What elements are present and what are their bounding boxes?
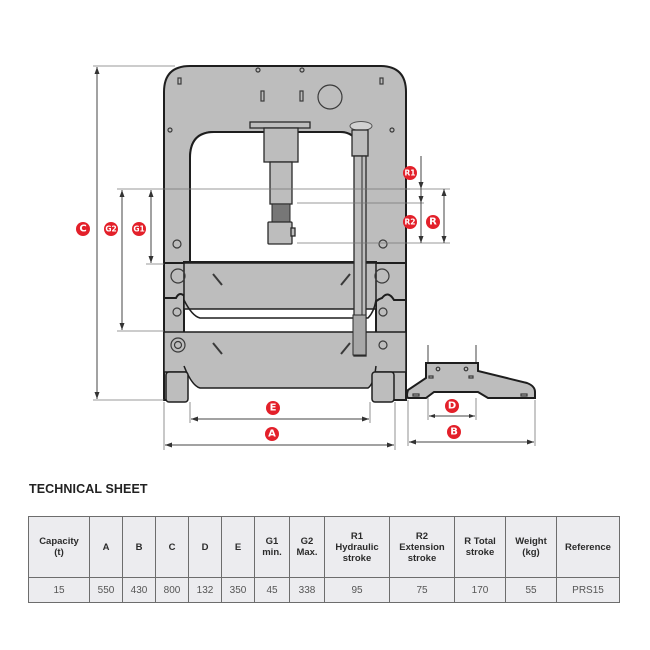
- column-header-line: B: [135, 541, 143, 553]
- column-header-line: (t): [54, 547, 64, 558]
- badge-g2: G2: [104, 222, 118, 236]
- column-header-line: D: [201, 541, 209, 553]
- column-header-line: R2: [415, 530, 429, 542]
- svg-text:E: E: [270, 403, 277, 414]
- svg-text:R1: R1: [405, 169, 416, 178]
- column-header: Weight(kg): [505, 516, 557, 578]
- badge-a: A: [265, 427, 279, 441]
- press-diagram: C G2 G1 R1 R2 R E A D B: [76, 65, 536, 450]
- column-header: Reference: [556, 516, 620, 578]
- side-base: [406, 362, 536, 399]
- column-header-line: (kg): [522, 547, 540, 558]
- column-header-line: E: [234, 541, 242, 553]
- table-cell: 800: [155, 577, 189, 603]
- table-cell: 350: [221, 577, 255, 603]
- badge-b: B: [447, 425, 461, 439]
- svg-text:G1: G1: [133, 225, 144, 234]
- table-cell: 55: [505, 577, 557, 603]
- svg-text:R2: R2: [405, 218, 416, 227]
- column-header-line: G2: [300, 536, 314, 547]
- table-cell: 430: [122, 577, 156, 603]
- upper-bed-body: [183, 262, 377, 310]
- column-header-line: stroke: [465, 547, 495, 558]
- svg-text:A: A: [268, 429, 276, 440]
- table-cell: 132: [188, 577, 222, 603]
- column-header-line: stroke: [342, 552, 372, 564]
- column-header-line: Reference: [565, 541, 611, 553]
- column-header-line: Hydraulic: [335, 541, 379, 553]
- bed-gap: [192, 320, 358, 332]
- badge-r: R: [426, 215, 440, 229]
- column-header-line: A: [102, 541, 110, 553]
- column-header-line: Weight: [515, 536, 547, 547]
- press-side-view: [406, 345, 536, 399]
- hydraulic-cylinder: [249, 121, 311, 245]
- pump-handle: [349, 121, 373, 357]
- table-cell: 95: [324, 577, 390, 603]
- table-cell: 170: [454, 577, 506, 603]
- column-header-line: min.: [262, 547, 282, 558]
- column-header-line: C: [168, 541, 176, 553]
- column-header-line: stroke: [407, 552, 437, 564]
- column-header: D: [188, 516, 222, 578]
- svg-text:D: D: [448, 401, 456, 412]
- table-cell: 15: [28, 577, 90, 603]
- svg-text:C: C: [79, 224, 86, 235]
- column-header-line: G1: [265, 536, 279, 547]
- badge-e: E: [266, 401, 280, 415]
- column-header-line: R Total: [464, 536, 496, 547]
- column-header-line: R1: [350, 530, 364, 542]
- table-cell: 550: [89, 577, 123, 603]
- column-header-line: Max.: [296, 547, 318, 558]
- svg-text:R: R: [429, 217, 437, 228]
- table-cell: 75: [389, 577, 455, 603]
- table-cell: PRS15: [556, 577, 620, 603]
- dimension-lines: [93, 65, 536, 450]
- table-cell: 45: [254, 577, 290, 603]
- svg-text:B: B: [450, 427, 458, 438]
- column-header: B: [122, 516, 156, 578]
- column-header: C: [155, 516, 189, 578]
- left-foot: [165, 371, 189, 403]
- technical-sheet-title: TECHNICAL SHEET: [29, 482, 148, 496]
- column-header: E: [221, 516, 255, 578]
- badge-d: D: [445, 399, 459, 413]
- badge-r1: R1: [403, 166, 417, 180]
- svg-text:G2: G2: [105, 225, 116, 234]
- column-header-line: Extension: [399, 541, 445, 553]
- column-header: A: [89, 516, 123, 578]
- column-header-line: Capacity: [39, 536, 79, 547]
- badge-r2: R2: [403, 215, 417, 229]
- badge-g1: G1: [132, 222, 146, 236]
- table-cell: 338: [289, 577, 325, 603]
- badge-c: C: [76, 222, 90, 236]
- right-foot: [371, 371, 395, 403]
- column-header: Capacity(t): [28, 516, 90, 578]
